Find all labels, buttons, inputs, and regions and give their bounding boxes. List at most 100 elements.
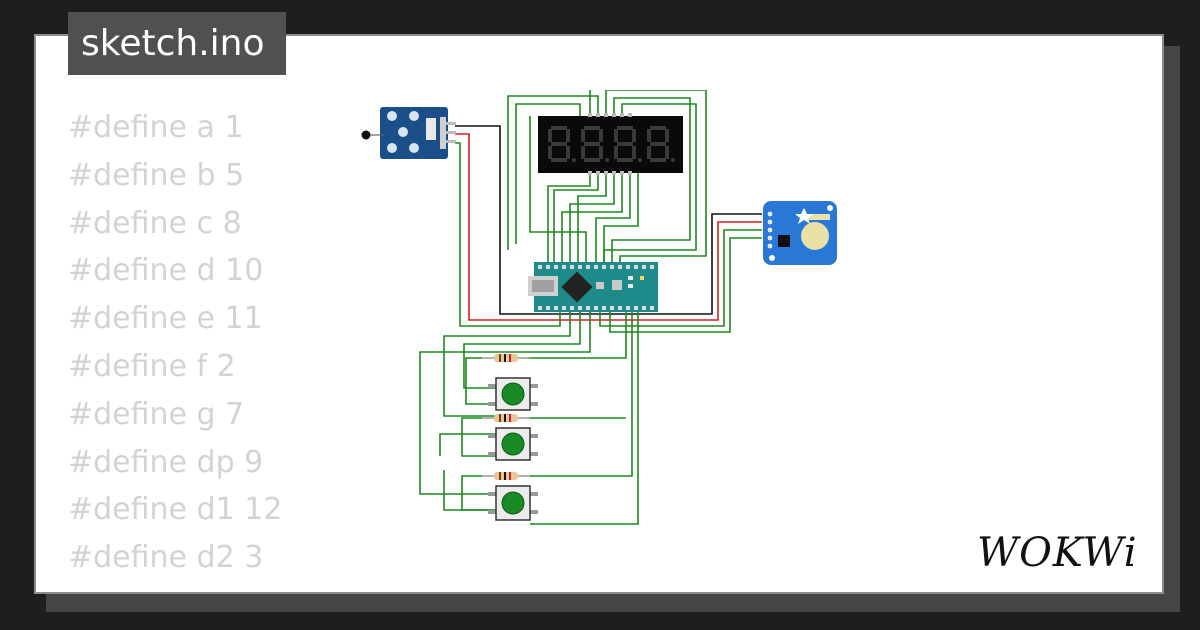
decimal-point: [605, 158, 609, 162]
wire-green-btn-k: [439, 433, 496, 456]
wire-green-btn-l: [443, 470, 496, 511]
rtc-chip-icon: [778, 235, 790, 247]
rtc-module[interactable]: [763, 201, 837, 265]
nano-pin: [538, 265, 542, 269]
code-line: #define dp 9: [68, 444, 264, 480]
wire-green-btn-e: [461, 417, 496, 457]
nano-pin: [554, 265, 558, 269]
code-line: #define d 10: [68, 253, 264, 289]
display-pin: [620, 171, 624, 175]
wire-green-disp-4: [605, 90, 707, 262]
star-icon: [795, 208, 813, 224]
display-pins: [588, 113, 632, 175]
wire-green-sensor: [455, 142, 561, 327]
nano-pin: [650, 306, 654, 310]
digit-segment: [551, 158, 567, 162]
decimal-point: [638, 158, 642, 162]
digit-segment: [650, 142, 666, 146]
nano-pin: [626, 306, 630, 310]
file-tab[interactable]: sketch.ino: [68, 12, 286, 75]
code-line: #define d1 12: [68, 492, 283, 528]
decimal-point: [671, 158, 675, 162]
decimal-point: [572, 158, 576, 162]
digit-segment: [551, 142, 567, 146]
wire-black-sensor: [455, 125, 762, 315]
digit-segment: [647, 129, 651, 142]
nano-pin: [546, 306, 550, 310]
push-button-3[interactable]: [488, 485, 538, 521]
nano-pin: [634, 265, 638, 269]
digit-segment: [650, 158, 666, 162]
display-pin: [604, 113, 608, 117]
nano-pin: [602, 306, 606, 310]
wire-red-sensor: [455, 133, 762, 321]
nano-pin: [594, 265, 598, 269]
wire-green-rtc-2: [609, 237, 762, 333]
digit-segment: [617, 142, 633, 146]
code-line: #define e 11: [68, 301, 263, 337]
wire-green-disp-14: [603, 172, 639, 262]
nano-pin: [562, 265, 566, 269]
digit-segment: [566, 146, 570, 159]
display-pin: [628, 113, 632, 117]
display-pin: [612, 171, 616, 175]
wire-green-rtc-1: [599, 229, 762, 327]
digit-segment: [581, 146, 585, 159]
resistor-2[interactable]: [482, 414, 530, 422]
wire-green-btn-i: [530, 312, 633, 477]
digit-segment: [647, 146, 651, 159]
digit-segment: [617, 158, 633, 162]
display-pin: [588, 171, 592, 175]
code-preview: #define a 1#define b 5#define c 8#define…: [68, 104, 368, 590]
circuit-diagram: [361, 90, 837, 525]
resistor-3[interactable]: [482, 472, 530, 480]
digit-segment: [551, 126, 567, 130]
display-pin: [628, 171, 632, 175]
coin-battery-icon: [801, 222, 829, 250]
resistor-1[interactable]: [482, 354, 530, 362]
nano-pin: [642, 265, 646, 269]
digit-segment: [614, 129, 618, 142]
wire-green-disp-5: [611, 97, 691, 262]
nano-pin: [578, 265, 582, 269]
wire-green-btn-d: [465, 357, 496, 405]
digit-segment: [632, 146, 636, 159]
thermistor-icon: [361, 130, 371, 140]
push-button-2[interactable]: [488, 427, 538, 461]
nano-pin: [642, 306, 646, 310]
seven-segment-display[interactable]: [538, 113, 683, 175]
nano-pin: [546, 265, 550, 269]
wire-green-disp-13: [595, 172, 631, 262]
wokwi-logo: WOKWi: [977, 530, 1137, 576]
nano-pin: [602, 265, 606, 269]
wire-green-disp-9: [569, 172, 615, 262]
code-line: #define g 7: [68, 396, 245, 432]
wire-green-btn-j: [530, 312, 639, 525]
code-line: #define b 5: [68, 157, 245, 193]
digit-segment: [584, 142, 600, 146]
digit-segment: [650, 126, 666, 130]
nano-pin: [610, 306, 614, 310]
wire-green-btn-a: [443, 312, 571, 417]
nano-pin: [618, 265, 622, 269]
nano-pin: [578, 306, 582, 310]
digit-segment: [614, 146, 618, 159]
arduino-nano[interactable]: [528, 262, 658, 312]
display-pin: [588, 113, 592, 117]
nano-pin: [650, 265, 654, 269]
wire-green-disp-7: [529, 116, 587, 262]
nano-pin: [586, 265, 590, 269]
push-button-1[interactable]: [488, 377, 538, 411]
digit-segment: [548, 129, 552, 142]
display-pin: [620, 113, 624, 117]
wire-green-disp-1: [589, 90, 591, 116]
wire-green-disp-12: [561, 172, 623, 262]
digit-segment: [548, 146, 552, 159]
nano-pin: [626, 265, 630, 269]
temperature-sensor-module[interactable]: [361, 107, 457, 159]
file-tab-label: sketch.ino: [81, 23, 265, 64]
nano-pin-headers: [538, 265, 654, 310]
digit-segment: [584, 126, 600, 130]
nano-pin: [570, 306, 574, 310]
nano-pin: [634, 306, 638, 310]
